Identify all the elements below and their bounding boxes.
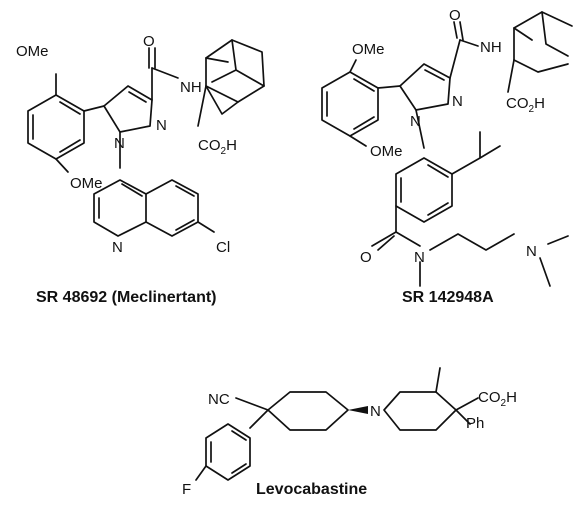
pyrazole-n2: N (156, 117, 167, 134)
amide-nh: NH (480, 39, 502, 56)
carboxylic-acid: CO2H (506, 95, 545, 115)
amine-nitrogen: N (526, 243, 537, 260)
amide-nitrogen: N (414, 249, 425, 266)
caption-levocabastine: Levocabastine (256, 481, 367, 498)
nitrile: NC (208, 391, 230, 408)
phenyl: Ph (466, 415, 484, 432)
quinoline-nitrogen: N (112, 239, 123, 256)
molecule-sr142948a: OMe OMe O NH N N CO2H O N N (321, 7, 573, 287)
carbonyl-oxygen: O (449, 7, 461, 24)
carboxylic-acid: CO2H (198, 137, 237, 157)
pyrazole-n1: N (114, 135, 125, 152)
pyrazole-n1: N (410, 113, 421, 130)
molecule-levocabastine: NC N CO2H Ph F (182, 367, 517, 498)
ome-label: OMe (16, 43, 49, 60)
carbonyl-oxygen: O (143, 33, 155, 50)
molecule-meclinertant: OMe OMe O NH N N CO2H N Cl (16, 33, 265, 256)
caption-sr142948a: SR 142948A (402, 289, 494, 306)
ome-label: OMe (352, 41, 385, 58)
amide-oxygen: O (360, 249, 372, 266)
caption-meclinertant: SR 48692 (Meclinertant) (36, 289, 217, 306)
piperidine-nitrogen: N (370, 403, 381, 420)
chlorine: Cl (216, 239, 230, 256)
pyrazole-n2: N (452, 93, 463, 110)
amide-nh: NH (180, 79, 202, 96)
fluorine: F (182, 481, 191, 498)
ome-label: OMe (370, 143, 403, 160)
carboxylic-acid: CO2H (478, 389, 517, 409)
ome-label: OMe (70, 175, 103, 192)
